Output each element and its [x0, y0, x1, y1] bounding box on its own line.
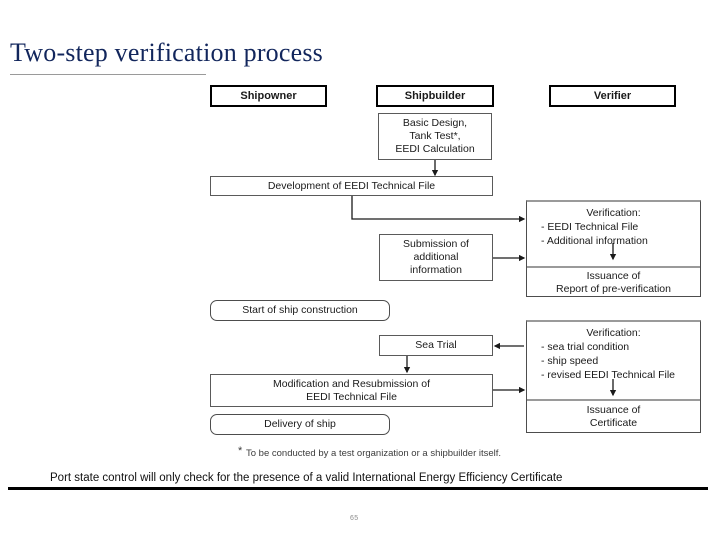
- verification-2-outcome-line-1: Issuance of: [586, 404, 641, 416]
- arrow-development-to-verification-1: [351, 196, 526, 223]
- footnote-text: To be conducted by a test organization o…: [246, 448, 502, 459]
- title-underline-rule: [10, 74, 206, 75]
- node-start-of-ship-construction: Start of ship construction: [210, 300, 390, 321]
- node-sea-trial: Sea Trial: [379, 335, 493, 356]
- node-development-eedi-file: Development of EEDI Technical File: [210, 176, 493, 196]
- column-header-verifier: Verifier: [549, 85, 676, 107]
- page-number: 65: [350, 515, 359, 522]
- footnote-marker: *: [238, 445, 243, 457]
- node-basic-design-line-3: EEDI Calculation: [395, 143, 475, 155]
- node-basic-design-line-2: Tank Test*,: [409, 130, 461, 142]
- verification-block-certificate: Verification: - sea trial condition - sh…: [526, 320, 701, 433]
- column-header-verifier-label: Verifier: [593, 89, 632, 102]
- verification-2-item-3: - revised EEDI Technical File: [541, 369, 676, 381]
- node-submission-line-3: information: [410, 264, 462, 276]
- verification-2-outcome-line-2: Certificate: [589, 417, 638, 429]
- verification-2-item-2: - ship speed: [541, 355, 599, 367]
- node-sea-trial-label: Sea Trial: [415, 339, 457, 351]
- node-submission-line-1: Submission of: [403, 238, 469, 250]
- verification-2-item-1: - sea trial condition: [541, 341, 630, 353]
- node-modification-resubmission: Modification and Resubmission of EEDI Te…: [210, 374, 493, 407]
- verification-1-outcome-line-1: Issuance of: [586, 269, 641, 282]
- column-header-shipbuilder-label: Shipbuilder: [404, 89, 466, 102]
- node-submission-additional-info: Submission of additional information: [379, 234, 493, 281]
- verification-1-title: Verification:: [586, 207, 641, 219]
- node-basic-design-line-1: Basic Design,: [402, 117, 468, 129]
- node-modification-line-1: Modification and Resubmission of: [273, 377, 430, 390]
- verification-1-item-2: - Additional information: [541, 235, 648, 247]
- column-header-shipbuilder: Shipbuilder: [376, 85, 494, 107]
- verification-block-pre-verification: Verification: - EEDI Technical File - Ad…: [526, 200, 701, 297]
- column-header-shipowner-label: Shipowner: [240, 89, 297, 102]
- bottom-banner-rule: [8, 487, 708, 490]
- verification-1-outcome-line-2: Report of pre-verification: [556, 282, 671, 295]
- node-modification-line-2: EEDI Technical File: [306, 390, 397, 403]
- column-header-shipowner: Shipowner: [210, 85, 327, 107]
- node-start-construction-label: Start of ship construction: [242, 304, 358, 316]
- verification-1-item-1: - EEDI Technical File: [541, 221, 639, 233]
- verification-2-title: Verification:: [586, 327, 641, 339]
- node-submission-line-2: additional: [413, 251, 459, 263]
- node-basic-design: Basic Design, Tank Test*, EEDI Calculati…: [378, 113, 492, 160]
- node-development-eedi-file-label: Development of EEDI Technical File: [267, 179, 436, 192]
- page-title: Two-step verification process: [10, 38, 323, 67]
- node-delivery-label: Delivery of ship: [264, 418, 336, 430]
- node-delivery-of-ship: Delivery of ship: [210, 414, 390, 435]
- bottom-banner-text: Port state control will only check for t…: [50, 472, 563, 484]
